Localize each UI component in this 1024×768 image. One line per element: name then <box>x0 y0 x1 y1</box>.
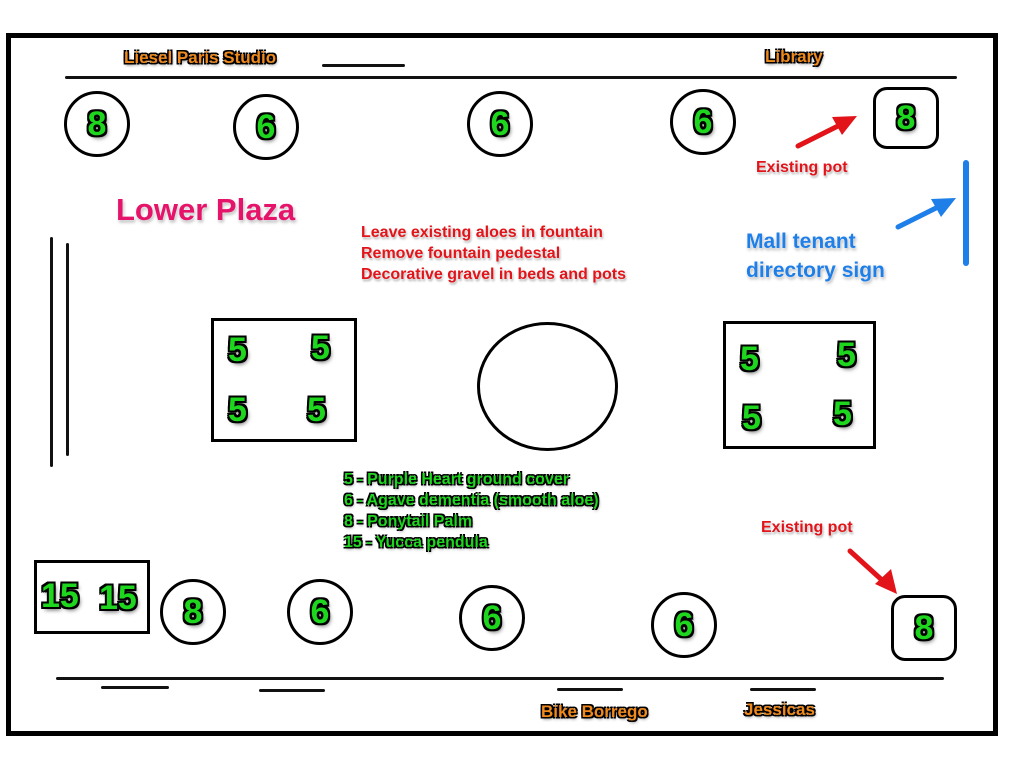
plant-number: 5 <box>833 395 852 433</box>
bottom-door-marker-2 <box>259 689 325 692</box>
planting-bed-left: 5 5 5 5 <box>211 318 357 442</box>
plant-number: 6 <box>490 104 510 143</box>
directory-sign <box>963 160 969 266</box>
bottom-door-marker-1 <box>101 686 169 689</box>
bottom-door-marker-4 <box>750 688 816 691</box>
store-label-jessicas: Jessicas <box>744 700 815 719</box>
plaza-boundary <box>6 33 998 736</box>
existing-pot-ponytail-palm: 8 <box>873 87 939 149</box>
plant-number: 6 <box>310 592 330 631</box>
plant-number: 8 <box>914 608 934 647</box>
plant-number: 5 <box>228 331 247 369</box>
bottom-door-marker-3 <box>557 688 623 691</box>
legend-item: 8 - Ponytail Palm <box>344 513 473 530</box>
planting-bed-right: 5 5 5 5 <box>723 321 876 449</box>
legend-item: 5 - Purple Heart ground cover <box>344 471 569 488</box>
plant-number: 5 <box>740 340 759 378</box>
pot-agave: 6 <box>459 585 525 651</box>
pot-agave: 6 <box>233 94 299 160</box>
plant-number: 5 <box>311 329 330 367</box>
note-line: Leave existing aloes in fountain <box>361 224 603 241</box>
directory-sign-label: Mall tenant directory sign <box>746 227 885 285</box>
plant-number: 5 <box>837 336 856 374</box>
plant-number: 6 <box>693 102 713 141</box>
pot-ponytail-palm: 8 <box>160 579 226 645</box>
store-label-liesel-paris-studio: Liesel Paris Studio <box>124 48 277 67</box>
left-wall-line-1 <box>50 237 53 467</box>
left-wall-line-2 <box>66 243 69 456</box>
plant-number: 6 <box>256 107 276 146</box>
existing-pot-label-bottom: Existing pot <box>761 519 853 536</box>
yucca-bed: 15 15 <box>34 560 150 634</box>
fountain <box>477 322 618 451</box>
plant-number: 8 <box>183 592 203 631</box>
plant-number: 5 <box>742 399 761 437</box>
plant-number: 8 <box>87 104 107 143</box>
plant-number: 8 <box>896 98 916 137</box>
sign-label-line: Mall tenant <box>746 230 856 253</box>
plant-number: 6 <box>482 598 502 637</box>
pot-agave: 6 <box>287 579 353 645</box>
existing-pot-ponytail-palm: 8 <box>891 595 957 661</box>
plant-number: 15 <box>41 577 79 615</box>
plant-legend: 5 - Purple Heart ground cover 6 - Agave … <box>344 469 599 553</box>
top-storefront-line <box>65 76 957 79</box>
store-label-bike-borrego: Bike Borrego <box>541 702 648 721</box>
sign-label-line: directory sign <box>746 259 885 282</box>
top-door-marker <box>322 64 405 67</box>
existing-pot-label-top: Existing pot <box>756 159 848 176</box>
plaza-title: Lower Plaza <box>116 192 296 227</box>
pot-agave: 6 <box>467 91 533 157</box>
plant-number: 15 <box>99 579 137 617</box>
plant-number: 5 <box>307 391 326 429</box>
note-line: Remove fountain pedestal <box>361 245 561 262</box>
pot-ponytail-palm: 8 <box>64 91 130 157</box>
legend-item: 15 - Yucca pendula <box>344 534 488 551</box>
plant-number: 6 <box>674 605 694 644</box>
pot-agave: 6 <box>670 89 736 155</box>
pot-agave: 6 <box>651 592 717 658</box>
legend-item: 6 - Agave dementia (smooth aloe) <box>344 492 599 509</box>
note-line: Decorative gravel in beds and pots <box>361 266 626 283</box>
notes-block: Leave existing aloes in fountain Remove … <box>361 222 626 285</box>
plant-number: 5 <box>228 391 247 429</box>
store-label-library: Library <box>765 47 823 66</box>
bottom-storefront-line <box>56 677 944 680</box>
